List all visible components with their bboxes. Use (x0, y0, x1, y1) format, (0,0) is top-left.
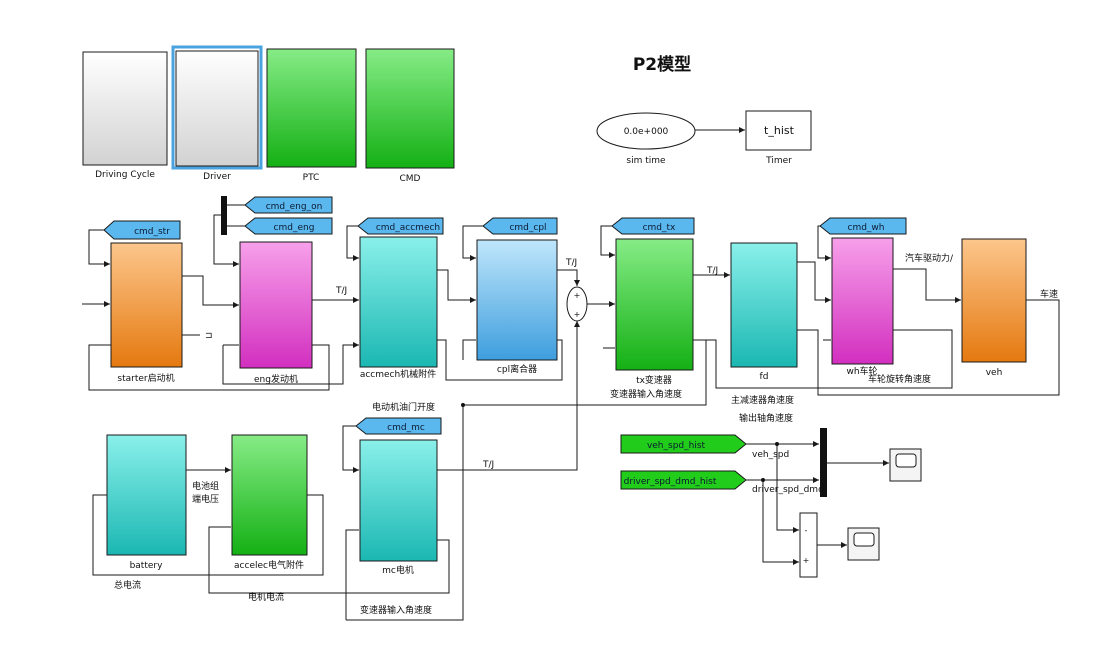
tag-veh-spd-hist-label: veh_spd_hist (647, 441, 706, 451)
tag-veh-spd-hist[interactable]: veh_spd_hist (620, 434, 747, 454)
drive-force-label: 汽车驱动力/ (905, 252, 954, 264)
cpl-block[interactable]: cpl离合器 (476, 239, 558, 375)
timer-label: Timer (765, 156, 792, 166)
sum-plus-top: + (574, 291, 581, 300)
accmech-block[interactable]: accmech机械附件 (359, 236, 438, 380)
tag-cmd-tx[interactable]: cmd_tx (611, 217, 695, 235)
ptc-label: PTC (303, 173, 320, 183)
eng-block[interactable]: eng发动机 (239, 241, 313, 385)
tag-cmd-accmech-label: cmd_accmech (376, 223, 440, 233)
tj-mc-sum: T/J (482, 460, 494, 470)
mc-block[interactable]: mc电机 (359, 439, 438, 576)
fd-ang-speed-label: 主减速器角速度 (731, 394, 794, 406)
battery-block[interactable]: battery (106, 434, 187, 571)
eng-mux-bar[interactable] (221, 196, 227, 235)
veh-label: veh (986, 368, 1003, 378)
torque-sum-block[interactable]: + + (566, 286, 588, 322)
tx-block[interactable]: tx变速器 (615, 238, 694, 386)
tag-cmd-cpl[interactable]: cmd_cpl (482, 217, 558, 235)
tx-input-label-2: 变速器输入角速度 (360, 604, 432, 616)
tag-cmd-cpl-label: cmd_cpl (509, 223, 546, 233)
battery-label: battery (130, 561, 164, 571)
tj-cpl-sum: T/J (565, 258, 577, 268)
signal-wires: ⊐ T/J T/J T/J T/J (82, 204, 1060, 621)
tag-cmd-eng-on-label: cmd_eng_on (266, 202, 323, 212)
veh-spd-signal-label: veh_spd (752, 450, 789, 460)
tag-driver-spd-dmd-hist[interactable]: driver_spd_dmd_hist (620, 470, 747, 490)
page-title: P2模型 (633, 54, 691, 75)
tag-cmd-eng-label: cmd_eng (274, 223, 315, 233)
scope-error-icon[interactable] (847, 527, 880, 561)
tx-input-label: 变速器输入角速度 (610, 388, 682, 400)
sub-minus: - (805, 526, 808, 535)
accmech-label: accmech机械附件 (360, 368, 436, 380)
mc-label: mc电机 (382, 564, 414, 576)
tx-label: tx变速器 (636, 374, 672, 386)
starter-block[interactable]: starter启动机 (110, 242, 183, 384)
wheel-ang-speed-label: 车轮旋转角速度 (868, 373, 931, 385)
fd-block[interactable]: fd (730, 242, 798, 382)
tag-cmd-str[interactable]: cmd_str (103, 220, 181, 240)
tag-cmd-tx-label: cmd_tx (643, 223, 676, 233)
bat-voltage-label-1: 电池组 (192, 480, 219, 492)
cmd-block[interactable]: CMD (365, 48, 455, 184)
speed-error-block[interactable]: - + (799, 512, 818, 578)
sum-plus-bottom: + (574, 310, 581, 319)
accelec-block[interactable]: accelec电气附件 (231, 434, 308, 571)
tag-cmd-mc-label: cmd_mc (387, 423, 425, 433)
driving-cycle-label: Driving Cycle (95, 170, 155, 180)
tj-eng-accmech: T/J (335, 286, 347, 296)
motor-current-label: 电机电流 (248, 591, 284, 603)
ptc-block[interactable]: PTC (266, 48, 357, 183)
tag-cmd-wh[interactable]: cmd_wh (819, 217, 907, 235)
car-speed-label: 车速 (1040, 288, 1058, 300)
tag-cmd-str-label: cmd_str (134, 227, 170, 237)
driver-spd-dmd-signal-label: driver_spd_dmd (752, 485, 824, 495)
timer-block[interactable]: t_hist Timer (745, 110, 812, 166)
cmd-label: CMD (400, 174, 421, 184)
tag-cmd-eng[interactable]: cmd_eng (244, 217, 333, 235)
driver-block[interactable]: Driver (171, 45, 263, 182)
veh-block[interactable]: veh (961, 238, 1027, 378)
sim-time-display[interactable]: 0.0e+000 sim time (596, 112, 696, 166)
driver-label: Driver (203, 172, 231, 182)
tag-cmd-accmech[interactable]: cmd_accmech (357, 217, 444, 235)
accelec-label: accelec电气附件 (234, 559, 304, 571)
sim-time-value: 0.0e+000 (624, 127, 669, 137)
scope-speed-icon[interactable] (889, 448, 922, 482)
tj-tx-fd: T/J (706, 266, 718, 276)
fd-label: fd (760, 372, 769, 382)
tag-cmd-mc[interactable]: cmd_mc (355, 417, 442, 435)
tag-driver-spd-dmd-hist-label: driver_spd_dmd_hist (624, 477, 717, 487)
motor-throttle-label: 电动机油门开度 (372, 401, 435, 413)
sim-time-label: sim time (626, 156, 666, 166)
total-current-label: 总电流 (114, 579, 141, 591)
sub-plus: + (803, 556, 810, 565)
driving-cycle-block[interactable]: Driving Cycle (82, 51, 168, 180)
scope-mux-bar[interactable] (820, 428, 827, 497)
bat-voltage-label-2: 端电压 (192, 493, 219, 505)
tag-cmd-wh-label: cmd_wh (848, 223, 885, 233)
cpl-label: cpl离合器 (497, 363, 537, 375)
starter-label: starter启动机 (117, 372, 174, 384)
timer-inner-label: t_hist (764, 124, 795, 137)
wh-block[interactable]: wh车轮 (831, 237, 894, 377)
eng-label: eng发动机 (254, 373, 298, 385)
terminator-symbol: ⊐ (205, 331, 213, 341)
tag-cmd-eng-on[interactable]: cmd_eng_on (244, 196, 333, 214)
wh-label: wh车轮 (846, 365, 877, 377)
output-shaft-label: 输出轴角速度 (739, 412, 793, 424)
